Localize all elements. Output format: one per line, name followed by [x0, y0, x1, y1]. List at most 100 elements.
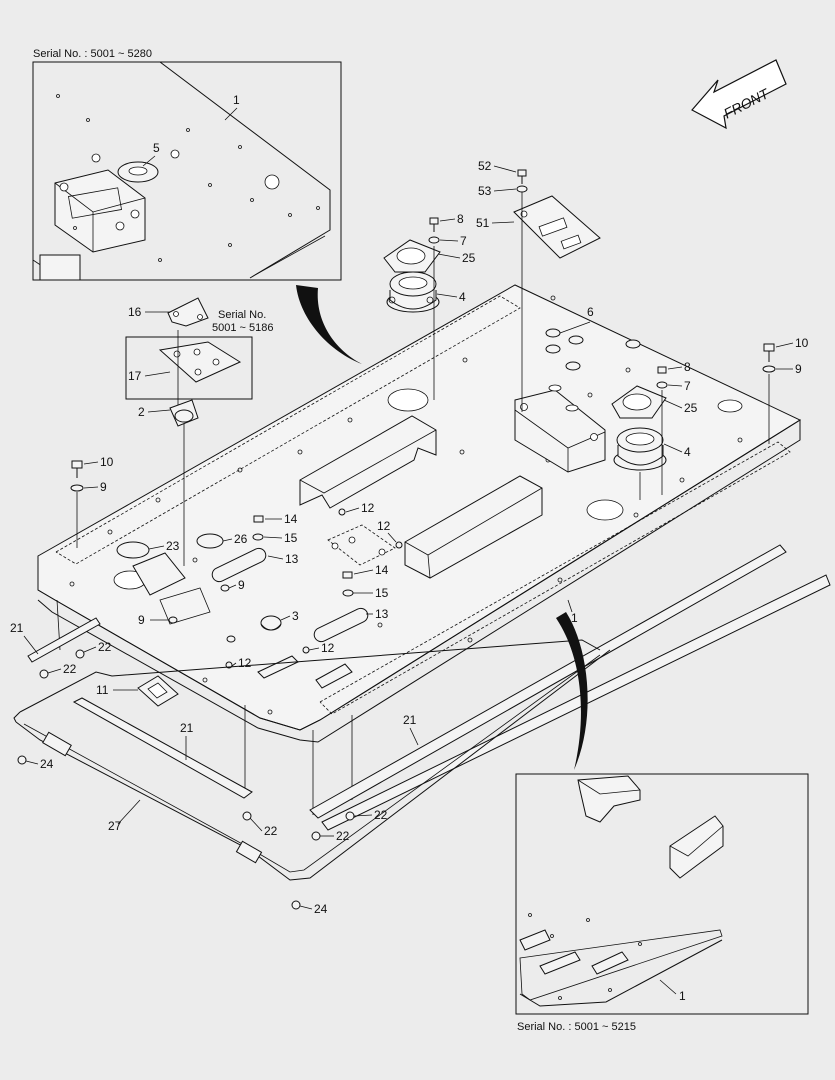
callout-leader-c-22-c	[249, 817, 263, 832]
callout-leader-c-25-a	[437, 253, 461, 259]
inset-bottom-leader	[556, 612, 588, 770]
callout-leader-c-21-l	[23, 635, 39, 655]
plug-3	[260, 615, 282, 631]
callout-label-c-22-a: 22	[63, 662, 77, 676]
callout-leader-c-13-a	[267, 555, 284, 560]
callout-leader-c-12-d	[308, 647, 320, 651]
inset-top-leader	[296, 285, 362, 364]
callout-leader-c-2	[147, 409, 171, 413]
u-channel-bracket-right	[404, 475, 543, 579]
callout-label-c-10-l: 10	[100, 455, 114, 469]
callout-label-c-6: 6	[587, 305, 594, 319]
callout-label-c-13-a: 13	[285, 552, 299, 566]
plug-2	[169, 399, 199, 427]
callout-leader-c-10-l	[83, 461, 99, 465]
callout-label-c-15-b: 15	[375, 586, 389, 600]
callout-label-c-11: 11	[96, 683, 109, 697]
callout-leader-c-7-a	[439, 239, 459, 242]
callout-leader-c-1-top	[224, 107, 238, 121]
floor-plate	[37, 284, 802, 743]
subassembly-serial-caption-line1: Serial No.	[218, 309, 266, 321]
screws-22-24	[17, 649, 355, 910]
callout-label-c-13-b: 13	[375, 607, 389, 621]
callout-label-c-8-b: 8	[684, 360, 691, 374]
callout-label-c-7-b: 7	[684, 379, 691, 393]
fasteners	[70, 169, 776, 669]
callout-label-c-9-m2: 9	[138, 613, 145, 627]
callout-label-c-25-a: 25	[462, 251, 476, 265]
callout-label-c-24-l: 24	[40, 757, 54, 771]
callout-label-c-5: 5	[153, 141, 160, 155]
front-direction-arrow: FRONT	[691, 59, 787, 130]
callout-leader-c-23	[148, 545, 165, 550]
callout-label-c-26: 26	[234, 532, 248, 546]
callout-leader-c-26	[222, 538, 233, 542]
callout-leader-c-22-a	[47, 668, 62, 674]
pad-11	[137, 675, 179, 707]
callout-label-c-21-r: 21	[403, 713, 417, 727]
callout-label-c-12-b: 12	[377, 519, 391, 533]
callout-label-c-9-r: 9	[795, 362, 802, 376]
callout-leader-c-12-a	[345, 507, 360, 513]
callout-label-c-1-mid: 1	[571, 611, 578, 625]
callout-leader-c-51	[491, 221, 515, 224]
callout-label-c-17: 17	[128, 369, 142, 383]
u-channel-bracket-left	[299, 415, 437, 509]
callout-label-c-22-e: 22	[374, 808, 388, 822]
callout-label-c-15-a: 15	[284, 531, 298, 545]
callout-label-c-3: 3	[292, 609, 299, 623]
callout-label-c-51: 51	[476, 216, 490, 230]
callout-label-c-24-b: 24	[314, 902, 328, 916]
inset-top-serial-caption: Serial No. : 5001 ~ 5280	[33, 48, 152, 60]
callout-label-c-12-c: 12	[238, 656, 252, 670]
callout-label-c-21-l: 21	[10, 621, 24, 635]
callout-leader-c-8-a	[439, 218, 456, 222]
callout-leader-c-12-c	[231, 662, 237, 667]
callout-leader-c-14-b	[353, 569, 374, 575]
o-ring-26	[196, 533, 224, 549]
rubber-mount-4-left	[386, 271, 440, 313]
subassembly-serial-caption-line2: 5001 ~ 5186	[212, 322, 273, 334]
callout-leader-c-53	[493, 188, 517, 192]
gasket-25-right	[611, 385, 667, 419]
cover-plate-13-b	[313, 607, 369, 643]
plate-51	[513, 195, 601, 259]
callout-label-c-22-b: 22	[98, 640, 112, 654]
subassembly-16-17	[125, 297, 253, 420]
inset-bottom-serial-caption: Serial No. : 5001 ~ 5215	[517, 1021, 636, 1033]
inset-bottom-bracket-b	[669, 815, 724, 879]
grommet-23	[116, 541, 186, 596]
inset-bottom-detail: Serial No. : 5001 ~ 5215	[515, 773, 809, 1033]
callout-label-c-4-a: 4	[459, 290, 466, 304]
callout-leader-c-10-r	[775, 342, 794, 348]
callout-leader-c-4-a	[436, 293, 458, 298]
callout-leader-c-1-bottom	[659, 979, 677, 995]
callout-leader-c-24-l	[25, 760, 39, 765]
callout-label-c-7-a: 7	[460, 234, 467, 248]
callout-label-c-21-m: 21	[180, 721, 194, 735]
rubber-cushions-6	[545, 328, 641, 412]
callout-label-c-22-d: 22	[336, 829, 350, 843]
callout-label-c-23: 23	[166, 539, 180, 553]
callout-label-c-2: 2	[138, 405, 145, 419]
small-bracket-12	[327, 524, 396, 566]
callout-leader-c-24-b	[299, 905, 313, 910]
callout-label-c-14-b: 14	[375, 563, 389, 577]
trim-strip-21-left	[72, 697, 253, 799]
callout-label-c-12-d: 12	[321, 641, 335, 655]
trim-strip-21-short	[27, 617, 101, 663]
callout-leader-c-8-b	[667, 366, 683, 370]
floor-edge-27	[13, 639, 611, 881]
callout-label-c-53: 53	[478, 184, 492, 198]
callout-label-c-27: 27	[108, 819, 122, 833]
callout-label-c-25-b: 25	[684, 401, 698, 415]
callout-label-c-10-r: 10	[795, 336, 809, 350]
trim-strip-21-right-outer	[321, 574, 831, 831]
callout-label-c-8-a: 8	[457, 212, 464, 226]
callout-leader-c-22-e	[353, 814, 373, 817]
callout-leader-c-17	[144, 371, 171, 377]
callout-label-c-1-bottom: 1	[679, 989, 686, 1003]
callout-leader-c-25-b	[663, 399, 683, 409]
callout-label-c-1-top: 1	[233, 93, 240, 107]
